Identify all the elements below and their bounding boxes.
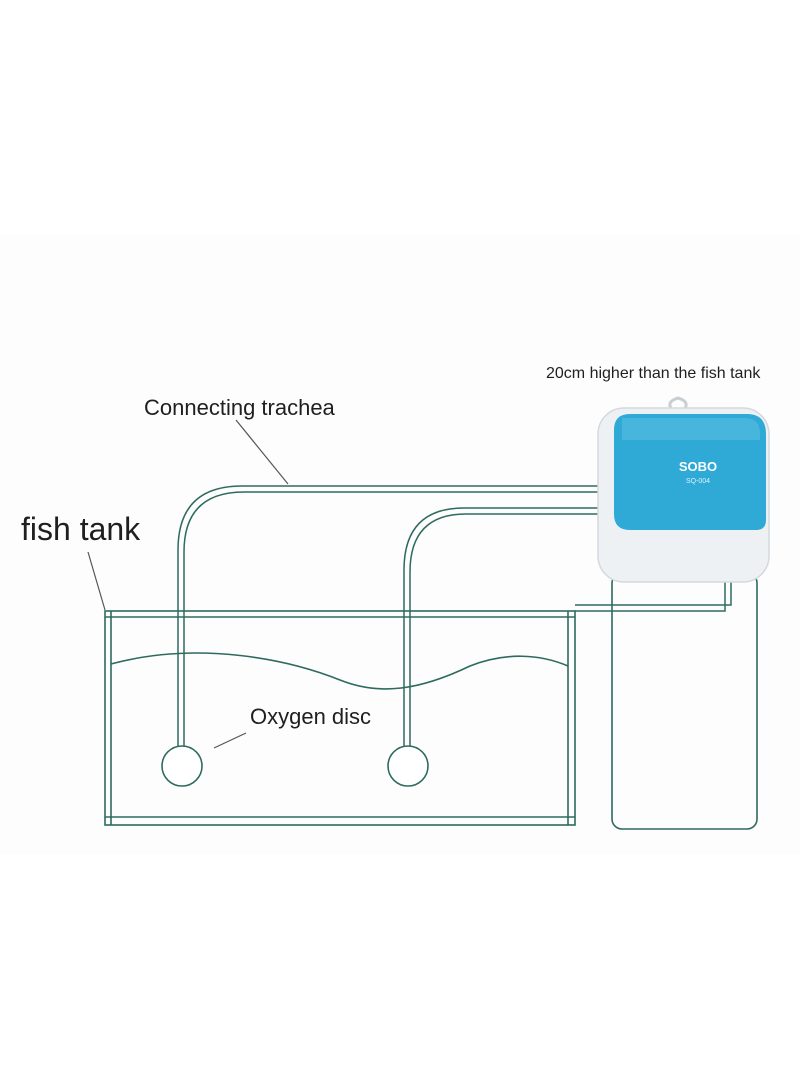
pump-face-highlight <box>622 418 760 440</box>
power-cord-inner <box>575 575 732 606</box>
power-cord-outer <box>575 575 726 612</box>
oxygen-disc-right <box>387 745 429 787</box>
height-note-label: 20cm higher than the fish tank <box>546 365 761 382</box>
trachea-pointer <box>235 419 289 485</box>
air-tube-left-outer <box>177 485 600 749</box>
oxygen-disc-pointer <box>213 732 247 749</box>
oxygen-disc-left <box>161 745 203 787</box>
pump-hanging-hook <box>668 396 688 414</box>
pump-brand-text: SOBO <box>679 459 717 474</box>
fish-tank-label: fish tank <box>21 511 141 547</box>
air-tube-right-outer <box>403 507 600 749</box>
oxygen-discs <box>161 745 429 787</box>
pointer-lines <box>87 419 289 749</box>
oxygen-disc-label: Oxygen disc <box>250 704 372 729</box>
fish-tank-pointer <box>87 551 106 611</box>
pump-model-text: SQ-004 <box>686 478 710 485</box>
tank-outer-outline <box>104 610 576 826</box>
air-pump: SOBO SQ-004 <box>597 396 770 583</box>
air-tube-right-inner <box>409 513 600 749</box>
air-tubes <box>177 485 732 749</box>
connecting-trachea-label: Connecting trachea <box>144 395 335 420</box>
pump-blue-face <box>614 414 766 530</box>
water-surface-wave <box>110 652 569 690</box>
air-tube-left-inner <box>183 491 600 749</box>
